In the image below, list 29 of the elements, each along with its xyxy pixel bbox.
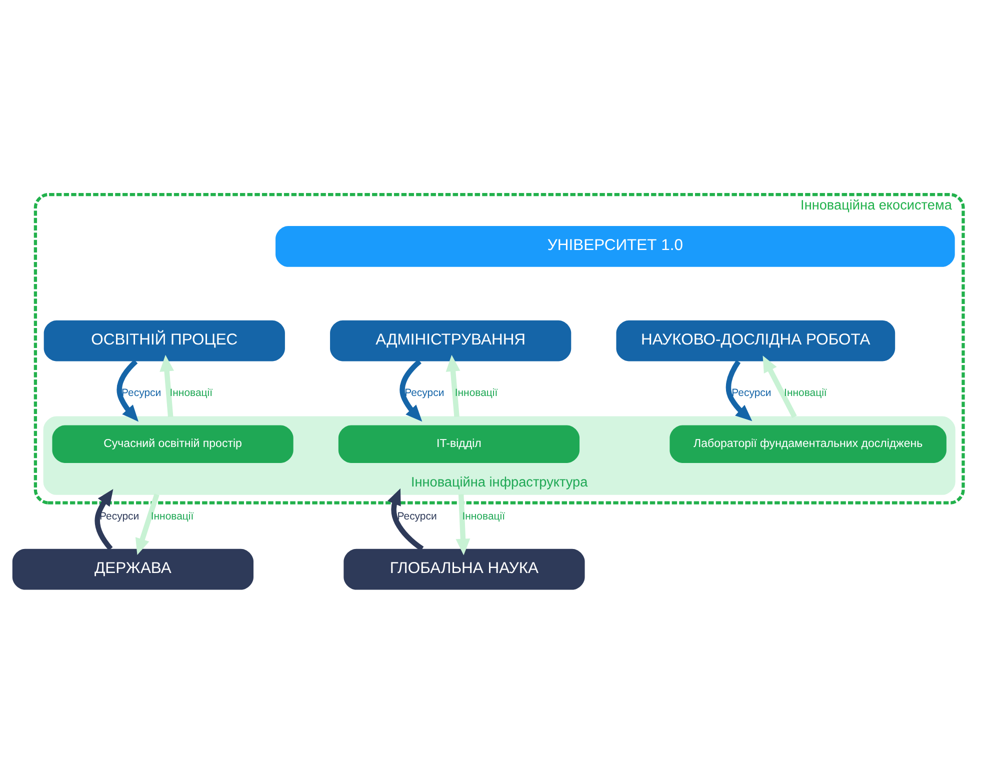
arrow — [456, 494, 470, 555]
edge-label: Ресурси — [397, 511, 437, 522]
edge-label: Інновації — [454, 387, 498, 398]
edge-label: Інновації — [462, 511, 506, 522]
edge-label: Ресурси — [122, 387, 162, 398]
arrow — [94, 488, 114, 550]
arrow — [135, 493, 160, 554]
edge-label: Інновації — [784, 387, 827, 398]
arrow — [400, 358, 422, 422]
edge-label: Інновації — [170, 387, 213, 398]
arrow — [160, 354, 174, 417]
node-box: АДМІНІСТРУВАННЯ — [330, 320, 572, 361]
arrow — [762, 355, 797, 418]
node-box: УНІВЕРСИТЕТ 1.0 — [276, 226, 955, 266]
arrow — [726, 360, 752, 421]
node-box: IT-відділ — [338, 424, 580, 462]
node-box: НАУКОВО-ДОСЛІДНА РОБОТА — [616, 320, 896, 361]
node-box: Сучасний освітній простір — [52, 424, 294, 462]
edge-label: Ресурси — [100, 511, 140, 522]
arrow — [446, 354, 460, 417]
node-box: ДЕРЖАВА — [12, 548, 254, 590]
edge-label: Ресурси — [732, 387, 772, 398]
node-box: ГЛОБАЛЬНА НАУКА — [344, 548, 585, 590]
edge-label: Інновації — [150, 511, 194, 522]
arrow — [387, 488, 424, 550]
node-box: Лабораторії фундаментальних досліджень — [670, 424, 946, 462]
arrow — [116, 358, 139, 422]
node-box: ОСВІТНІЙ ПРОЦЕС — [44, 320, 285, 361]
edge-label: Ресурси — [404, 387, 444, 398]
